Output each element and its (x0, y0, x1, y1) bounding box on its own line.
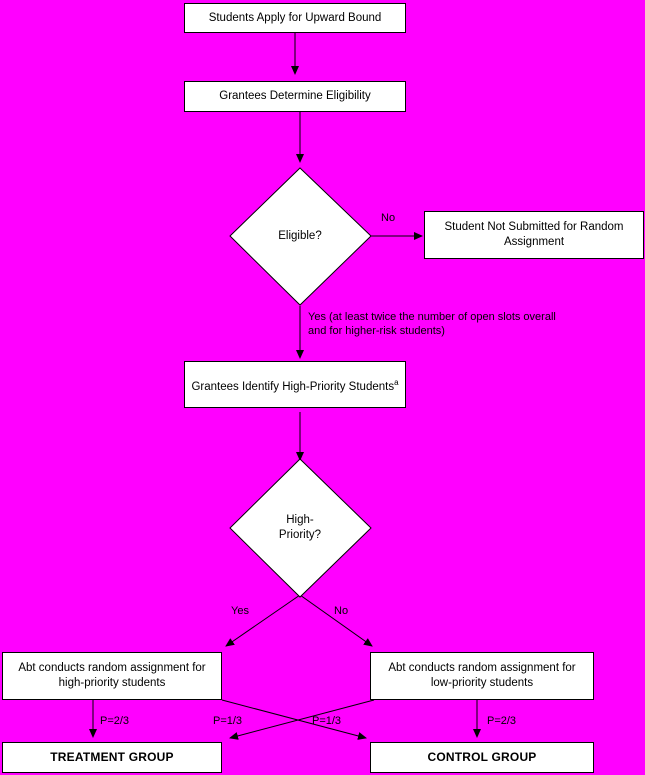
edge-ra-high-to-control (221, 699, 367, 740)
node-students-apply[interactable]: Students Apply for Upward Bound (184, 3, 406, 33)
edge-label-priority-yes: Yes (231, 605, 249, 617)
edge-label-p-low-treatment: P=1/3 (213, 715, 243, 727)
node-random-assignment-high-priority-label: Abt conducts random assignment for high-… (18, 662, 206, 689)
eligible-decision-label: Eligible? (278, 230, 322, 242)
edge-label-p-high-control: P=1/3 (312, 715, 342, 727)
edge-label-priority-no: No (334, 605, 349, 617)
edge-priority-no-to-ra-low (299, 594, 373, 647)
edge-label-p-high-treatment: P=2/3 (100, 715, 130, 727)
node-treatment-group-label: TREATMENT GROUP (50, 750, 174, 764)
node-random-assignment-high-priority[interactable]: Abt conducts random assignment for high-… (2, 652, 222, 700)
node-treatment-group[interactable]: TREATMENT GROUP (2, 742, 222, 773)
edge-label-eligible-no: No (381, 212, 396, 224)
edge-label-eligible-yes: Yes (at least twice the number of open s… (308, 311, 556, 337)
edge-priority-yes-to-ra-high (225, 594, 301, 647)
node-student-not-submitted-label: Student Not Submitted for Random Assignm… (444, 221, 624, 248)
node-grantees-identify-high-priority-label: Grantees Identify High-Priority Students… (191, 377, 399, 393)
edge-ra-low-to-treatment (229, 699, 375, 740)
node-grantees-identify-high-priority[interactable]: Grantees Identify High-Priority Students… (184, 361, 406, 408)
edge-label-p-low-control: P=2/3 (487, 715, 517, 727)
node-students-apply-label: Students Apply for Upward Bound (208, 11, 382, 24)
priority-decision-diamond[interactable] (229, 458, 372, 598)
node-grantees-determine-eligibility[interactable]: Grantees Determine Eligibility (184, 81, 406, 112)
node-control-group[interactable]: CONTROL GROUP (370, 742, 594, 773)
node-random-assignment-low-priority-label: Abt conducts random assignment for low-p… (388, 662, 576, 689)
priority-decision-label: High- Priority? (278, 514, 322, 541)
node-student-not-submitted[interactable]: Student Not Submitted for Random Assignm… (424, 211, 644, 259)
node-control-group-label: CONTROL GROUP (427, 750, 537, 764)
node-grantees-determine-eligibility-label: Grantees Determine Eligibility (219, 90, 371, 102)
eligible-decision-diamond[interactable] (229, 167, 372, 306)
node-random-assignment-low-priority[interactable]: Abt conducts random assignment for low-p… (370, 652, 594, 700)
footnote-marker-a: a (394, 377, 399, 387)
